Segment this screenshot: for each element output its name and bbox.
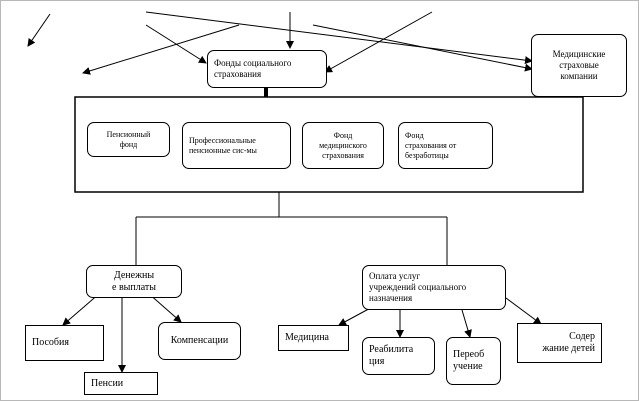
rehabilitation-node: Реабилита ция [362, 337, 435, 375]
compensations-node: Компенсации [158, 322, 241, 360]
benefits-node: Пособия [25, 325, 104, 361]
medical-insurance-fund-node: Фонд медицинского страхования [302, 122, 384, 169]
arrow-to-insurers-2 [312, 24, 533, 72]
arrow-top-left [27, 13, 51, 47]
child-care-node: Содер жание детей [517, 323, 602, 363]
unemployment-insurance-fund-node: Фонд страхования от безработицы [398, 122, 493, 169]
cash-payments-node: Денежны е выплаты [86, 265, 182, 298]
medicine-node: Медицина [278, 325, 349, 351]
medical-insurance-companies-node: Медицинские страховые компании [531, 34, 627, 97]
pension-fund-node: Пенсионный фонд [87, 122, 170, 157]
professional-pension-systems-node: Профессиональные пенсионные сис-мы [182, 122, 291, 169]
pensions-node: Пенсии [84, 372, 158, 395]
arrow-to-funds-3 [324, 11, 433, 73]
funds-group-box [74, 96, 584, 193]
arrow-to-insurers-1 [145, 11, 533, 65]
social-insurance-funds-node: Фонды социального страхования [207, 50, 327, 88]
arrow-left-long [82, 24, 240, 75]
retraining-node: Переоб учение [446, 337, 501, 385]
payment-for-social-services-node: Оплата услуг учреждений социального назн… [362, 265, 506, 310]
